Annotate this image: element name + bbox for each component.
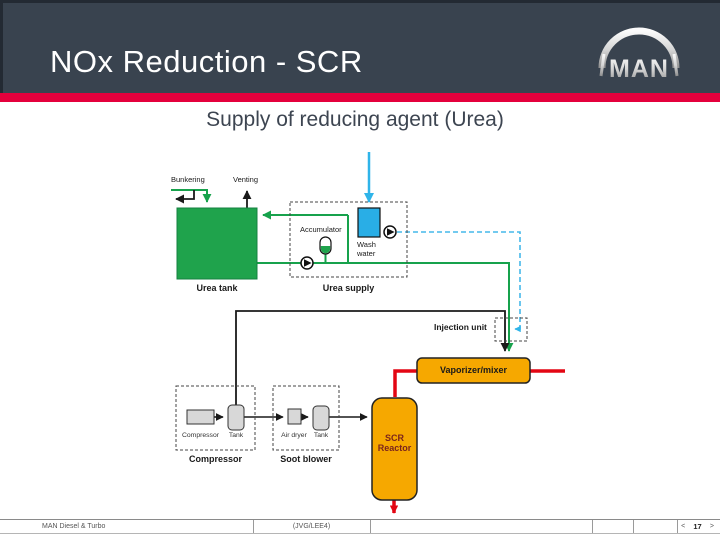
- page-title: NOx Reduction - SCR: [50, 44, 363, 79]
- scr-reactor-label: SCR Reactor: [377, 433, 412, 454]
- next-page-button[interactable]: >: [709, 523, 714, 530]
- footer-page-nav: < 17 >: [677, 522, 718, 531]
- compressor-box: [175, 385, 256, 451]
- air-dryer-shape: [287, 408, 302, 425]
- prev-page-button[interactable]: <: [681, 523, 686, 530]
- wash-water-pump-icon: [383, 225, 397, 239]
- overflow-line: [175, 190, 195, 204]
- wash-water-label: Wash water: [357, 240, 376, 258]
- scr-reactor-shape: [371, 397, 418, 501]
- header-top-edge: [0, 0, 720, 3]
- man-logo-text: MAN: [609, 55, 669, 83]
- bunkering-label: Bunkering: [171, 175, 205, 184]
- urea-tank-shape: [176, 207, 258, 280]
- accumulator-fill: [320, 246, 331, 254]
- soot-blower-box: [272, 385, 340, 451]
- compressor-unit-shape: [186, 409, 215, 425]
- vaporizer-label: Vaporizer/mixer: [439, 365, 508, 375]
- injection-unit-box: [494, 317, 528, 342]
- bunkering-line: [171, 189, 212, 203]
- compressed-air-line: [235, 310, 510, 405]
- title-bar: [0, 0, 720, 93]
- compressor-group-label: Compressor: [188, 454, 242, 464]
- man-logo: MAN: [598, 27, 680, 83]
- urea-feed-line: [257, 262, 514, 352]
- injection-unit-label: Injection unit: [434, 322, 487, 332]
- footer-bar: [0, 519, 720, 534]
- slide-subtitle: Supply of reducing agent (Urea): [206, 108, 504, 131]
- urea-supply-label: Urea supply: [322, 283, 375, 293]
- footer-company: MAN Diesel & Turbo: [42, 523, 106, 530]
- vaporizer-shape: [416, 357, 531, 384]
- air-dryer-label: Air dryer: [281, 432, 307, 439]
- venting-label: Venting: [233, 175, 259, 184]
- footer-author: (JVG/LEE4): [292, 523, 331, 530]
- accumulator-label: Accumulator: [300, 225, 342, 234]
- wash-water-tank-shape: [357, 207, 381, 238]
- urea-supply-box: [289, 201, 408, 278]
- page-number: 17: [693, 522, 702, 531]
- urea-tank-label: Urea tank: [196, 283, 238, 293]
- soot-tank-shape: [312, 405, 330, 431]
- header-left-edge: [0, 0, 3, 93]
- exhaust-to-reactor-pipe: [393, 369, 417, 397]
- compressor-unit-label: Compressor: [181, 432, 219, 439]
- wash-water-dashed-line: [397, 231, 521, 333]
- soot-blower-group-label: Soot blower: [280, 454, 332, 464]
- compressor-tank-shape: [227, 404, 245, 431]
- urea-pump-icon: [300, 256, 314, 270]
- man-logo-arch-icon: [598, 27, 680, 69]
- accent-stripe: [0, 93, 720, 102]
- compressor-tank-label: Tank: [228, 432, 244, 439]
- soot-tank-label: Tank: [313, 432, 329, 439]
